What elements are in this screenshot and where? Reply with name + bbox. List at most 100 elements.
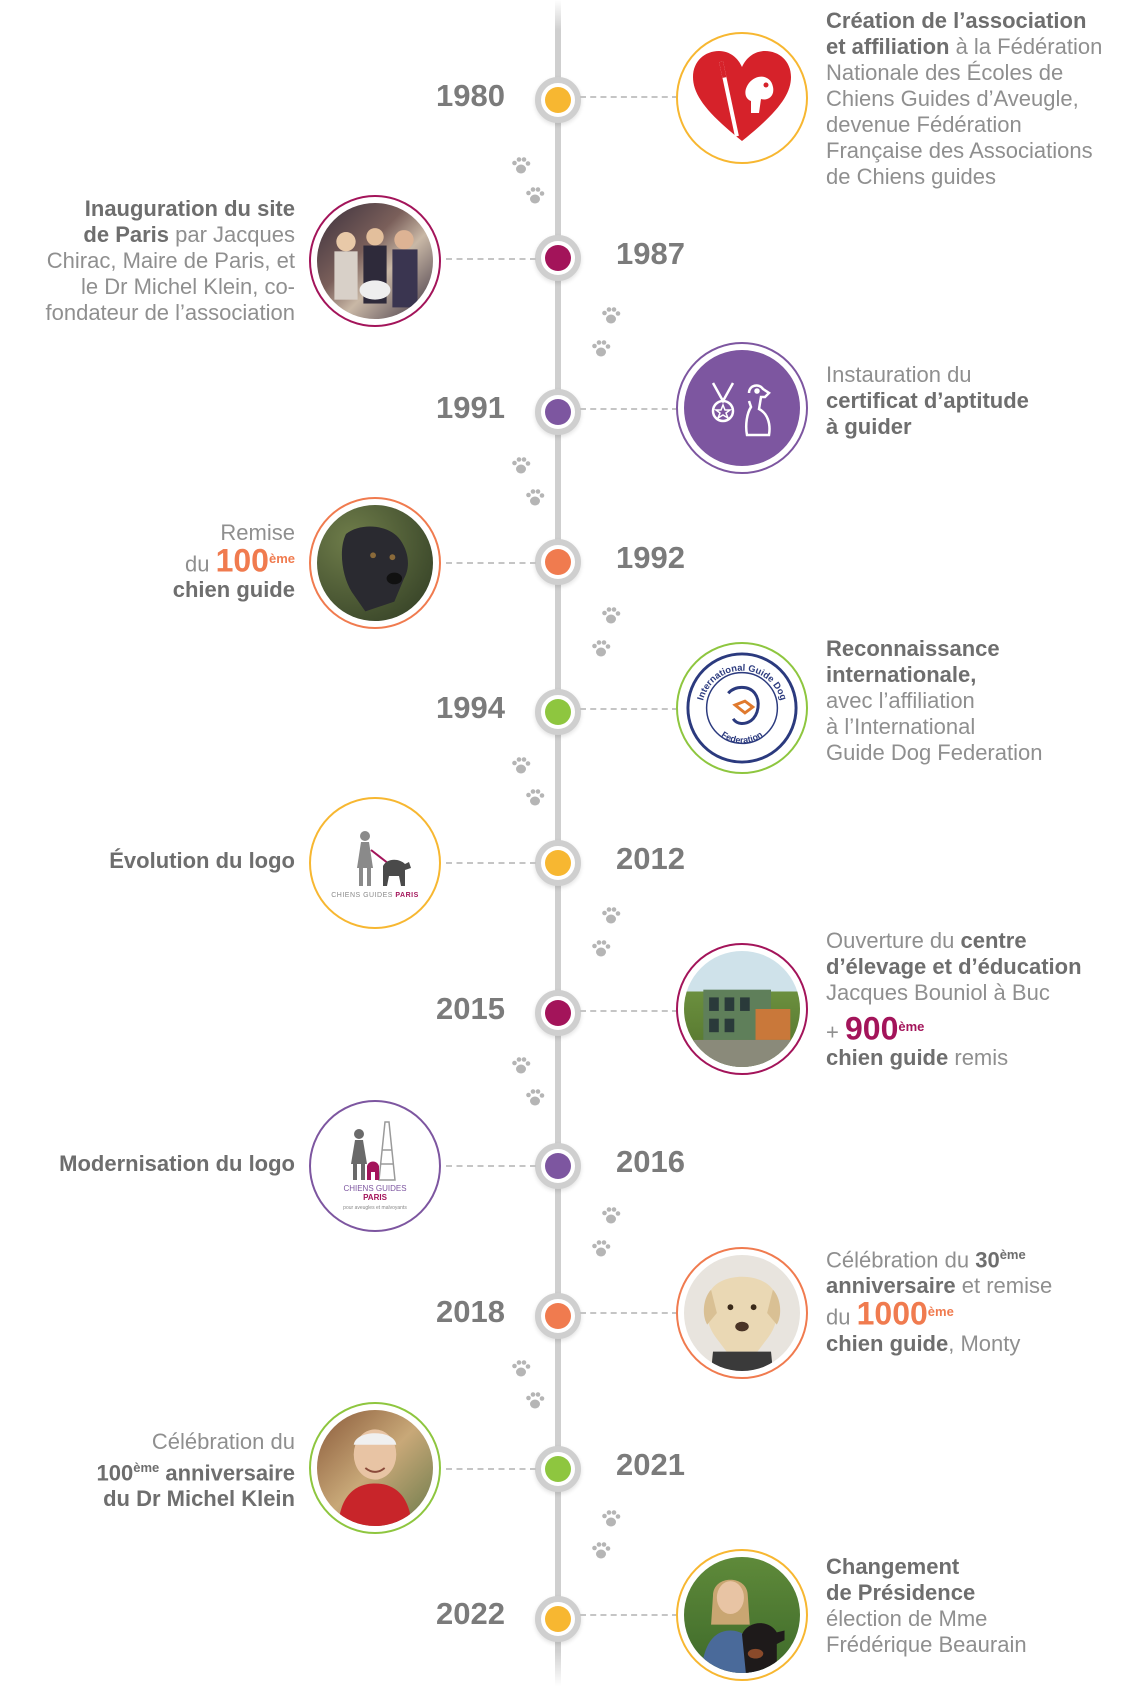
logo-text: CHIENS GUIDES	[331, 891, 393, 899]
node-dot	[545, 699, 571, 725]
paw-print-icon	[524, 1390, 546, 1412]
event-description: Instauration du certificat d’aptitude à …	[826, 362, 1116, 440]
event-image	[676, 1549, 808, 1681]
paw-print-icon	[510, 1055, 532, 1077]
connector-line	[446, 562, 536, 564]
paw-print-icon	[590, 338, 612, 360]
desc-text: avec l’affiliation	[826, 688, 975, 713]
desc-bold: anniversaire	[826, 1273, 956, 1299]
desc-bold: chien guide	[172, 577, 295, 603]
timeline-node[interactable]	[535, 77, 581, 123]
node-dot	[545, 549, 571, 575]
desc-text: Guide Dog Federation	[826, 740, 1043, 765]
timeline-node[interactable]	[535, 539, 581, 585]
year-label: 1992	[616, 540, 685, 575]
node-dot	[545, 399, 571, 425]
paw-print-icon	[600, 1205, 622, 1227]
desc-text: à la Fédération	[949, 34, 1103, 59]
logo-text: PARIS	[363, 1192, 387, 1202]
desc-text: Nationale des Écoles de	[826, 60, 1064, 85]
desc-text: Chiens Guides d’Aveugle,	[826, 86, 1079, 111]
node-dot	[545, 850, 571, 876]
timeline-node[interactable]	[535, 840, 581, 886]
paw-print-icon	[600, 1508, 622, 1530]
inauguration-photo-icon	[317, 203, 433, 319]
desc-text: et remise	[955, 1273, 1053, 1299]
connector-line	[580, 1614, 678, 1616]
connector-line	[446, 862, 536, 864]
desc-bold: certificat d’aptitude	[826, 388, 1029, 413]
year-label: 2021	[616, 1447, 685, 1482]
year-label: 1980	[436, 78, 505, 113]
desc-bold: centre	[960, 928, 1027, 953]
connector-line	[446, 1468, 536, 1470]
year-label: 2018	[436, 1294, 505, 1329]
black-dog-photo-icon	[317, 505, 433, 621]
event-image: International Guide Dog Federation	[676, 642, 808, 774]
timeline-node[interactable]	[535, 1293, 581, 1339]
igdf-bottom-text: Federation	[720, 729, 765, 745]
desc-number: 900	[844, 1010, 899, 1047]
year-label: 1987	[616, 236, 685, 271]
timeline-node[interactable]	[535, 389, 581, 435]
desc-text: Française des Associations	[826, 138, 1093, 163]
desc-bold: chien guide	[826, 1045, 949, 1071]
timeline-node[interactable]	[535, 1143, 581, 1189]
event-description: Célébration du 30ème anniversaire et rem…	[826, 1242, 1126, 1357]
desc-text: Célébration du	[151, 1429, 295, 1454]
timeline-node[interactable]	[535, 689, 581, 735]
desc-bold: Création de l’association	[826, 8, 1087, 33]
paw-print-icon	[524, 185, 546, 207]
paw-print-icon	[590, 938, 612, 960]
paw-print-icon	[590, 1238, 612, 1260]
node-dot	[545, 1456, 571, 1482]
desc-text: , Monty	[948, 1330, 1021, 1356]
paw-print-icon	[524, 787, 546, 809]
event-image	[309, 195, 441, 327]
year-label: 2012	[616, 841, 685, 876]
desc-bold: internationale,	[826, 662, 977, 687]
year-label: 1991	[436, 390, 505, 425]
connector-line	[580, 708, 678, 710]
desc-text: de Chiens guides	[826, 164, 997, 189]
event-description: Remise du 100ème chien guide	[60, 520, 295, 603]
desc-text: par Jacques	[169, 222, 295, 247]
michel-klein-photo-icon	[317, 1410, 433, 1526]
event-description: Célébration du 100ème anniversaire du Dr…	[40, 1429, 296, 1512]
connector-line	[446, 1165, 536, 1167]
paw-print-icon	[510, 155, 532, 177]
node-dot	[545, 1000, 571, 1026]
desc-text: +	[826, 1019, 845, 1045]
timeline-node[interactable]	[535, 235, 581, 281]
desc-suffix: ème	[927, 1304, 954, 1320]
heart-guide-dog-logo-icon	[684, 40, 800, 156]
desc-text: Célébration du	[826, 1247, 976, 1273]
paw-print-icon	[510, 455, 532, 477]
desc-number: 100	[96, 1460, 134, 1486]
desc-suffix: ème	[999, 1247, 1026, 1262]
desc-bold: Évolution du logo	[109, 848, 295, 873]
timeline-node[interactable]	[535, 1596, 581, 1642]
desc-bold: chien guide	[826, 1330, 949, 1356]
timeline-node[interactable]	[535, 1446, 581, 1492]
event-image: CHIENS GUIDES PARIS	[309, 797, 441, 929]
desc-text: du	[826, 1304, 857, 1330]
building-photo-icon	[684, 951, 800, 1067]
desc-text: à l’International	[826, 714, 976, 739]
timeline-node[interactable]	[535, 990, 581, 1036]
desc-number: 30	[975, 1247, 1000, 1273]
president-photo-icon	[684, 1557, 800, 1673]
desc-bold: Inauguration du site	[84, 196, 295, 221]
connector-line	[580, 1312, 678, 1314]
desc-suffix: ème	[133, 1460, 160, 1475]
desc-text: Instauration du	[826, 362, 972, 387]
year-label: 2015	[436, 991, 505, 1026]
desc-bold: Reconnaissance	[826, 636, 1000, 661]
desc-text: Jacques Bouniol à Buc	[826, 980, 1050, 1005]
igdf-logo-icon: International Guide Dog Federation	[684, 650, 800, 766]
event-image	[309, 1402, 441, 1534]
logo-text: CHIENS GUIDES	[343, 1183, 407, 1193]
old-logo-icon: CHIENS GUIDES PARIS	[317, 805, 433, 921]
desc-text: fondateur de l’association	[45, 300, 296, 325]
desc-text: du	[184, 551, 216, 577]
